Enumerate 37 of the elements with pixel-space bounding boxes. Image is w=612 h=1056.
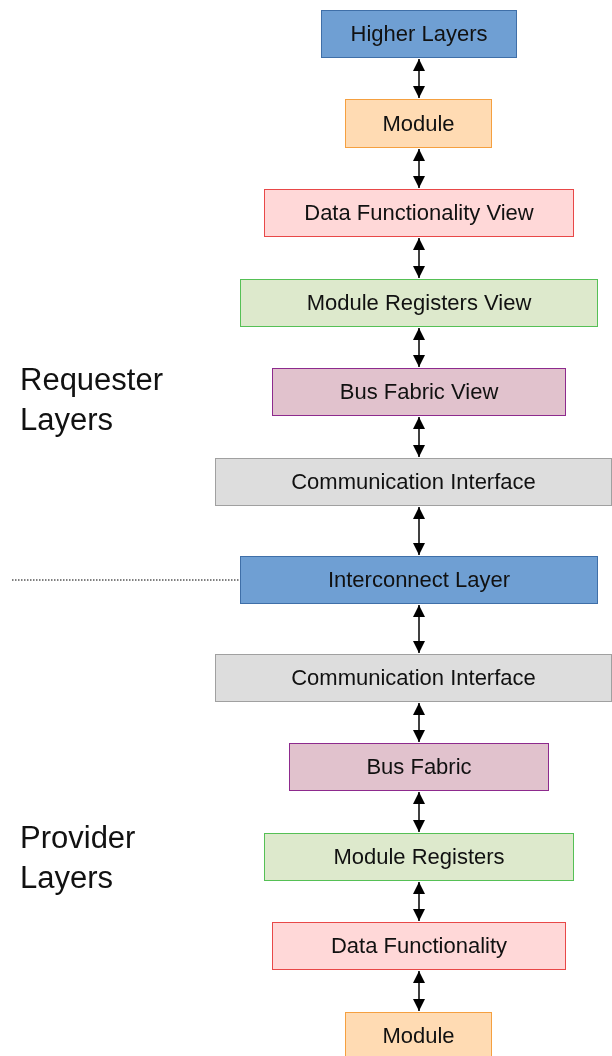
layer-name: Interconnect Layer <box>327 567 511 593</box>
layer-name: Module Registers <box>333 844 505 870</box>
double-arrow <box>413 970 425 1012</box>
layer-name: Module <box>382 1023 455 1049</box>
layer-name: Higher Layers <box>350 21 488 47</box>
double-arrow <box>413 791 425 833</box>
layer-box <box>264 833 574 881</box>
double-arrow <box>413 327 425 368</box>
double-arrow <box>413 604 425 654</box>
layer-box <box>289 743 549 791</box>
layer-name: Module Registers View <box>306 290 532 316</box>
layer-box <box>321 10 517 58</box>
layer-box <box>272 922 566 970</box>
layer-box <box>264 189 574 237</box>
layer-name: Data Functionality <box>330 933 508 959</box>
double-arrow <box>413 506 425 556</box>
layer-box <box>272 368 566 416</box>
double-arrow <box>413 702 425 743</box>
layer-name: Bus Fabric View <box>339 379 499 405</box>
double-arrow <box>413 58 425 99</box>
layer-name: Module <box>382 110 455 137</box>
layer-name: Communication Interface <box>291 469 536 495</box>
double-arrow <box>413 237 425 279</box>
layer-box <box>240 279 598 327</box>
group-label: Provider Layers <box>20 819 137 897</box>
layer-name: Data Functionality View <box>304 200 534 226</box>
layer-name: Communication Interface <box>291 665 536 691</box>
double-arrow <box>413 416 425 458</box>
group-label: Requester Layers <box>20 361 165 439</box>
layer-name: Bus Fabric <box>366 754 472 780</box>
layer-box <box>215 654 612 702</box>
double-arrow <box>413 881 425 922</box>
layer-box <box>345 1012 492 1056</box>
layer-box <box>215 458 612 506</box>
double-arrow <box>413 148 425 189</box>
layer-box <box>240 556 598 604</box>
layer-box <box>345 99 492 148</box>
